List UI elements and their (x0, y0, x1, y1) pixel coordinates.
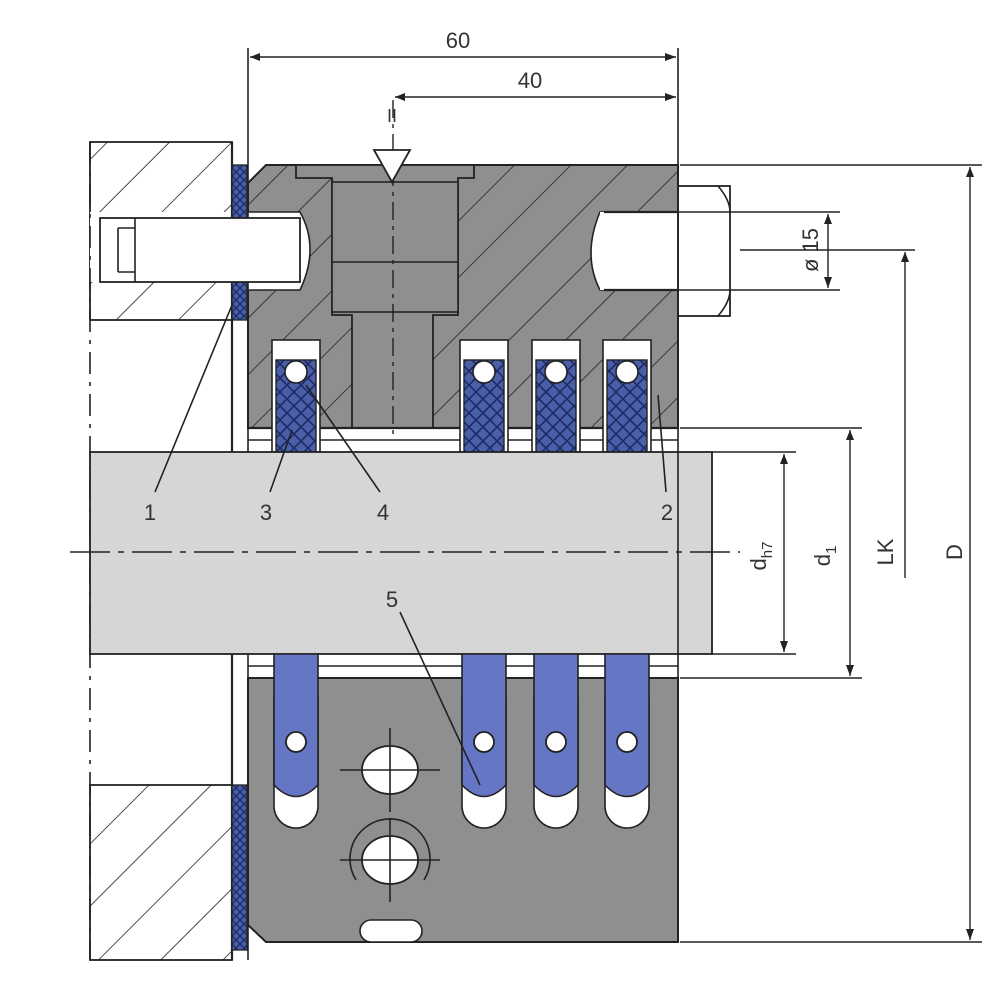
mounting-flange-bottom (89, 784, 233, 961)
callout-1: 1 (144, 500, 156, 525)
seal-ring-bottom-1 (273, 653, 319, 829)
seal-ring-top-2 (459, 339, 509, 453)
seal-ring-top-3 (531, 339, 581, 453)
callout-4: 4 (377, 500, 389, 525)
dimension-bore-diameter: dh7 (712, 451, 796, 655)
dimension-d1-sub: 1 (823, 546, 840, 554)
shaft (89, 451, 713, 655)
port-hole-lower (340, 818, 440, 902)
dimension-dh7-sub: h7 (759, 542, 776, 559)
dimension-d1-label: d1 (810, 546, 840, 567)
inlet-port-fitting (295, 100, 475, 440)
seal-ring-bottom-4 (604, 653, 650, 829)
left-stud-bolt (99, 217, 301, 283)
callout-2: 2 (661, 500, 673, 525)
port-hole-upper (340, 728, 440, 812)
seal-ring-top-4 (602, 339, 652, 453)
dimension-width-partial: 40 (395, 68, 676, 101)
dimension-d1-main: d (810, 554, 835, 566)
dimension-40-label: 40 (518, 68, 542, 93)
drain-slot (359, 919, 423, 943)
inlet-flow-arrow: II (372, 106, 412, 184)
callout-leaders (154, 304, 667, 786)
dimension-lk-label: LK (873, 538, 898, 565)
dimension-60-label: 60 (446, 28, 470, 53)
dimension-d-label: D (942, 544, 967, 560)
dimension-inner-diameter: d1 (680, 427, 862, 679)
callout-5: 5 (386, 587, 398, 612)
dimension-width-total: 60 (250, 28, 676, 61)
callout-3: 3 (260, 500, 272, 525)
dimension-bolt-diameter: ø 15 (730, 211, 840, 291)
dimension-dh7-main: d (746, 558, 771, 570)
inlet-symbol: II (387, 106, 397, 126)
dimension-outer-diameter: D (680, 164, 982, 943)
dimension-bolt-circle: LK (740, 249, 915, 578)
gasket-1-bottom (231, 784, 248, 951)
right-bolt-with-hex-head (600, 185, 731, 317)
seal-ring-bottom-3 (533, 653, 579, 829)
dimension-dh7-label: dh7 (746, 542, 776, 571)
seal-ring-bottom-2 (461, 653, 507, 829)
seal-ring-top-1 (271, 339, 321, 453)
